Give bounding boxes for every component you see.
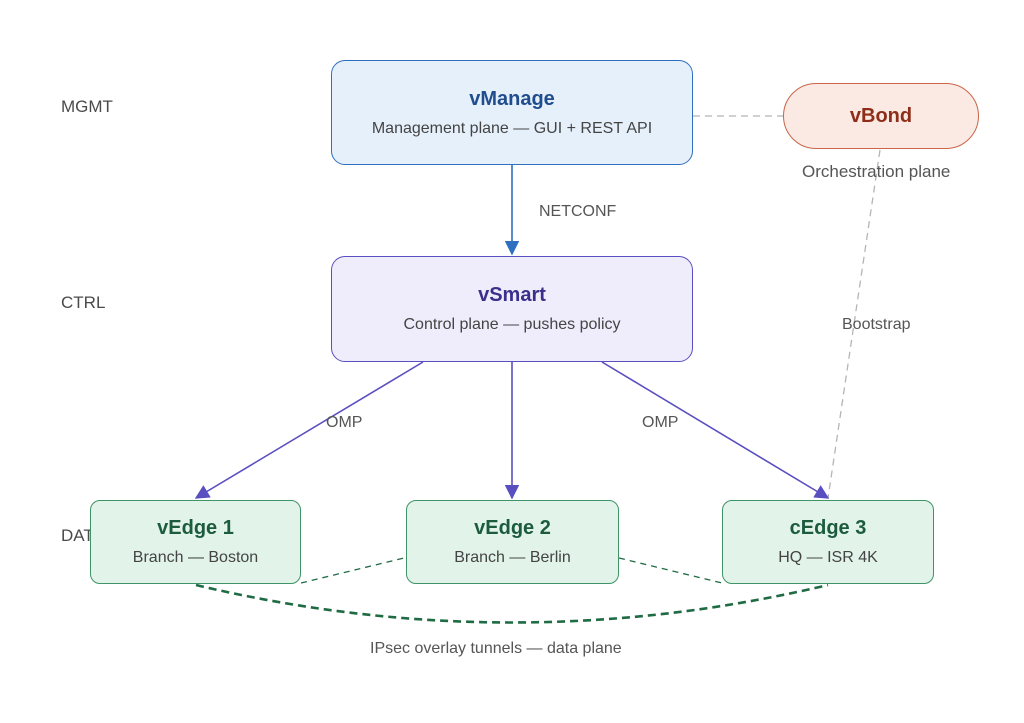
- omp-label-right: OMP: [642, 414, 679, 431]
- omp-label-left: OMP: [326, 414, 363, 431]
- vsmart-title: vSmart: [478, 284, 546, 306]
- bootstrap-label: Bootstrap: [842, 316, 911, 333]
- vmanage-subtitle: Management plane — GUI + REST API: [371, 119, 653, 137]
- vbond-title: vBond: [849, 105, 913, 127]
- vedge2-title: vEdge 2: [474, 517, 551, 539]
- cedge3-node[interactable]: cEdge 3 HQ — ISR 4K: [722, 500, 934, 584]
- lane-label-ctrl: CTRL: [61, 293, 106, 312]
- vbond-caption: Orchestration plane: [802, 162, 951, 181]
- bootstrap-link: [827, 149, 881, 499]
- cedge3-title: cEdge 3: [789, 517, 867, 539]
- vedge2-node[interactable]: vEdge 2 Branch — Berlin: [406, 500, 619, 584]
- vsmart-node[interactable]: vSmart Control plane — pushes policy: [331, 256, 693, 362]
- vbond-node[interactable]: vBond: [783, 83, 979, 149]
- vsmart-subtitle: Control plane — pushes policy: [403, 316, 621, 333]
- cedge3-subtitle: HQ — ISR 4K: [778, 549, 878, 566]
- vedge1-subtitle: Branch — Boston: [132, 549, 259, 566]
- vedge1-title: vEdge 1: [157, 517, 234, 539]
- lane-label-mgmt: MGMT: [61, 97, 113, 116]
- vedge2-subtitle: Branch — Berlin: [454, 549, 571, 566]
- vmanage-node[interactable]: vManage Management plane — GUI + REST AP…: [331, 60, 693, 165]
- omp-arrow-cedge3: [601, 361, 830, 499]
- ipsec-label: IPsec overlay tunnels — data plane: [370, 640, 622, 657]
- omp-arrow-vedge1: [194, 361, 424, 499]
- vmanage-title: vManage: [469, 87, 555, 110]
- tunnel-vedge1-vedge2: [300, 557, 405, 584]
- vedge1-node[interactable]: vEdge 1 Branch — Boston: [90, 500, 301, 584]
- netconf-label: NETCONF: [539, 203, 617, 220]
- tunnel-vedge2-cedge3: [618, 557, 723, 584]
- ipsec-overlay-arc: [195, 583, 829, 624]
